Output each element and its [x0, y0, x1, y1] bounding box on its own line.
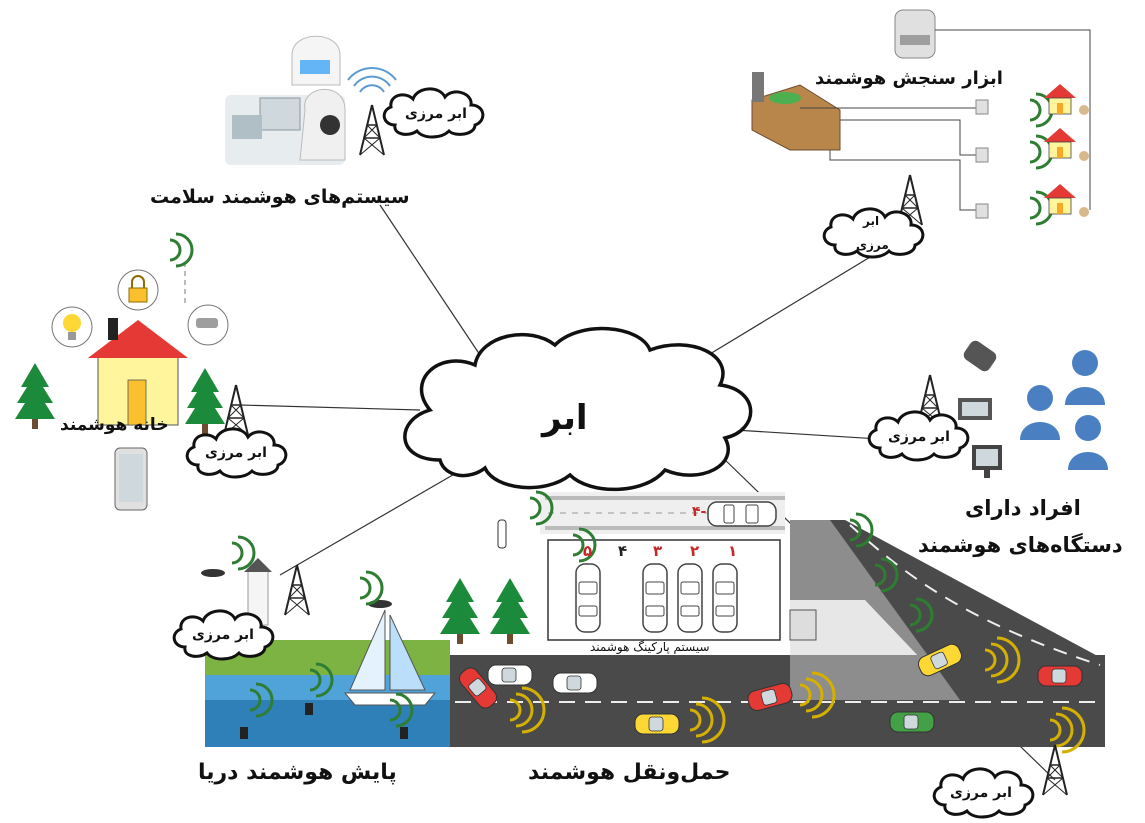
- edge-cloud-metering-label-1: ابر: [863, 214, 880, 228]
- people-label-1: افراد دارای: [965, 496, 1081, 520]
- metering-scene: [751, 9, 1091, 226]
- people-label-2: دستگاه‌های هوشمند: [918, 533, 1123, 557]
- edge-cloud-home-label: ابر مرزی: [205, 445, 267, 461]
- health-label: سیستم‌های هوشمند سلامت: [150, 186, 410, 208]
- people-scene: [958, 340, 1108, 478]
- parking-spot-number: ۴: [618, 542, 628, 560]
- central-cloud: [403, 326, 753, 492]
- home-tower: [223, 384, 249, 436]
- parking-spot-number: ۲: [690, 542, 700, 560]
- transport-label: حمل‌ونقل هوشمند: [528, 760, 731, 785]
- metering-label: ابزار سنجش هوشمند: [815, 68, 1003, 89]
- sea-tower: [284, 564, 310, 616]
- sea-scene: [201, 535, 450, 747]
- parking-spot-number: ۵: [583, 542, 593, 560]
- edge-cloud-transport-label: ابر مرزی: [950, 785, 1012, 801]
- edge-cloud-metering-label-2: مرزی: [856, 238, 889, 252]
- central-cloud-label: ابر: [542, 398, 588, 438]
- parking-label: سیستم پارکینگ هوشمند: [590, 640, 710, 654]
- edge-cloud-sea-label: ابر مرزی: [192, 627, 254, 643]
- transport-scene: [440, 512, 1105, 754]
- home-scene: [15, 232, 229, 511]
- home-label: خانه هوشمند: [60, 415, 169, 435]
- parking-spot-number: ۱: [728, 542, 738, 560]
- street-spot-number: ۴-: [692, 504, 707, 520]
- sea-label: پایش هوشمند دریا: [198, 760, 397, 785]
- edge-cloud-people-label: ابر مرزی: [888, 429, 950, 445]
- parking-spot-number: ۳: [653, 542, 663, 560]
- edge-cloud-health-label: ابر مرزی: [405, 106, 467, 122]
- parking-scene: [497, 490, 785, 641]
- health-scene: [225, 35, 346, 165]
- health-tower: [347, 67, 397, 156]
